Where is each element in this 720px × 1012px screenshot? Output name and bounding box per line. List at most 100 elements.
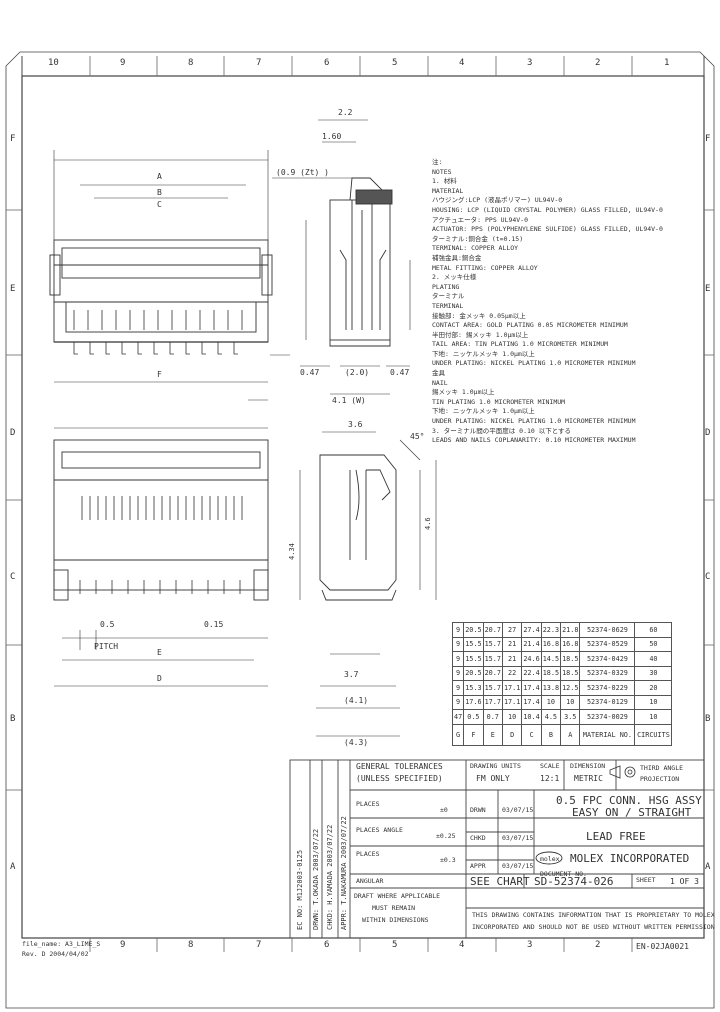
note-line: TIN PLATING 1.0 MICROMETER MINIMUM	[432, 397, 566, 406]
chart-cell: 22	[501, 665, 523, 681]
note-line: ハウジング:LCP (液晶ポリマー) UL94V-0	[432, 196, 563, 205]
drwn-label: DRWN	[470, 806, 486, 814]
note-line: 金具	[432, 369, 445, 378]
chart-header-cell: MATERIAL NO.	[579, 723, 636, 746]
draft-note-1: DRAFT WHERE APPLICABLE	[354, 892, 441, 900]
chart-cell: 52374-0429	[579, 651, 636, 667]
note-line: 3. ターミナル間の平面度は 0.10 以下とする	[432, 426, 572, 435]
zone-row: D	[10, 428, 16, 438]
chart-header-cell: A	[560, 723, 581, 746]
note-line: HOUSING: LCP (LIQUID CRYSTAL POLYMER) GL…	[432, 205, 663, 214]
zone-col: 6	[324, 58, 330, 68]
chart-cell: 60	[634, 622, 673, 638]
dim-label-20: (2.0)	[345, 368, 370, 377]
zone-row: C	[705, 572, 711, 582]
see-chart: SEE CHART	[470, 875, 530, 888]
chart-header-cell: C	[521, 723, 542, 746]
section-view-dims	[299, 431, 437, 737]
dim-label-047b: 0.47	[390, 368, 410, 377]
note-line: 下地: ニッケルメッキ 1.0μm以上	[432, 407, 535, 416]
company-name: MOLEX INCORPORATED	[570, 852, 690, 865]
chart-cell: 3.5	[560, 709, 581, 725]
note-line: METAL FITTING: COPPER ALLOY	[432, 263, 538, 272]
drawing-title-line2: EASY ON / STRAIGHT	[572, 806, 692, 819]
chart-cell: 16.8	[540, 636, 562, 652]
top-view-dims	[53, 150, 290, 401]
chart-header-cell: E	[482, 723, 503, 746]
zone-col: 10	[48, 58, 59, 68]
chart-cell: 4.5	[540, 709, 562, 725]
chart-cell: 50	[634, 636, 673, 652]
dim-label-a: A	[157, 172, 162, 181]
scale-value: 12:1	[540, 774, 560, 783]
chart-header-cell: G	[451, 723, 465, 746]
dim-label-05: 0.5	[100, 620, 115, 629]
chkd-label: CHKD	[470, 834, 486, 842]
chart-cell: 15.5	[463, 636, 484, 652]
chart-cell: 20.7	[482, 622, 503, 638]
chart-cell: 9	[451, 680, 465, 696]
zone-col: 7	[256, 58, 262, 68]
dim-label-f: F	[157, 370, 162, 379]
tol-places-3: PLACES	[356, 850, 380, 858]
tol-places-1: PLACES	[356, 800, 380, 808]
dim-label-41: (4.1)	[344, 696, 369, 705]
zone-col: 9	[120, 58, 126, 68]
chart-cell: 15.3	[463, 680, 484, 696]
chart-cell: 21	[501, 636, 523, 652]
chart-cell: 21.8	[560, 622, 581, 638]
chart-header-cell: D	[501, 723, 523, 746]
chart-cell: 21.4	[521, 636, 542, 652]
dim-label-09: (0.9 (Zt) )	[276, 168, 329, 177]
dim-label-22: 2.2	[338, 108, 353, 117]
chart-header-cell: CIRCUITS	[634, 723, 673, 746]
chart-cell: 52374-0329	[579, 665, 636, 681]
unless-specified: (UNLESS SPECIFIED)	[356, 774, 443, 783]
zone-col: 5	[392, 940, 398, 950]
note-line: UNDER PLATING: NICKEL PLATING 1.0 MICROM…	[432, 359, 636, 368]
chart-cell: 27	[501, 622, 523, 638]
note-line: LEADS AND NAILS COPLANARITY: 0.10 MICROM…	[432, 436, 636, 445]
chart-cell: 17.4	[521, 694, 542, 710]
chart-cell: 14.5	[540, 651, 562, 667]
zone-col: 3	[527, 940, 533, 950]
third-angle-line2: PROJECTION	[640, 775, 680, 783]
note-line: 錫メッキ 1.0μm以上	[432, 388, 495, 397]
dim-label-160: 1.60	[322, 132, 342, 141]
metric-value: METRIC	[574, 774, 603, 783]
chart-cell: 13.8	[540, 680, 562, 696]
zone-row: E	[705, 284, 711, 294]
dim-label-015: 0.15	[204, 620, 224, 629]
zone-col: 8	[188, 58, 194, 68]
chart-cell: 18.5	[560, 651, 581, 667]
section-view	[299, 431, 437, 737]
zone-col: 4	[459, 58, 465, 68]
zone-col: 6	[324, 940, 330, 950]
chart-cell: 12.5	[560, 680, 581, 696]
note-line: CONTACT AREA: GOLD PLATING 0.05 MICROMET…	[432, 321, 628, 330]
note-line: アクチュエータ: PPS UL94V-0	[432, 215, 529, 224]
zone-col: 3	[527, 58, 533, 68]
drawing-units-label: DRAWING UNITS	[470, 762, 521, 770]
note-line: 2. メッキ仕様	[432, 273, 477, 282]
chart-cell: 17.4	[521, 680, 542, 696]
zone-row: B	[10, 714, 16, 724]
title-block-frame	[289, 759, 705, 939]
chart-cell: 17.1	[501, 680, 523, 696]
tol-value-1: ±0	[440, 806, 448, 814]
chart-cell: 10	[634, 709, 673, 725]
chart-cell: 52374-0629	[579, 622, 636, 638]
note-line: 1. 材料	[432, 177, 457, 186]
chart-cell: 18.5	[540, 665, 562, 681]
bottom-view-contacts	[79, 496, 243, 594]
chart-cell: 9	[451, 651, 465, 667]
chart-cell: 9	[451, 665, 465, 681]
sheet-label: SHEET	[636, 876, 656, 884]
chart-cell: 52374-0229	[579, 680, 636, 696]
chart-cell: 22.3	[540, 622, 562, 638]
